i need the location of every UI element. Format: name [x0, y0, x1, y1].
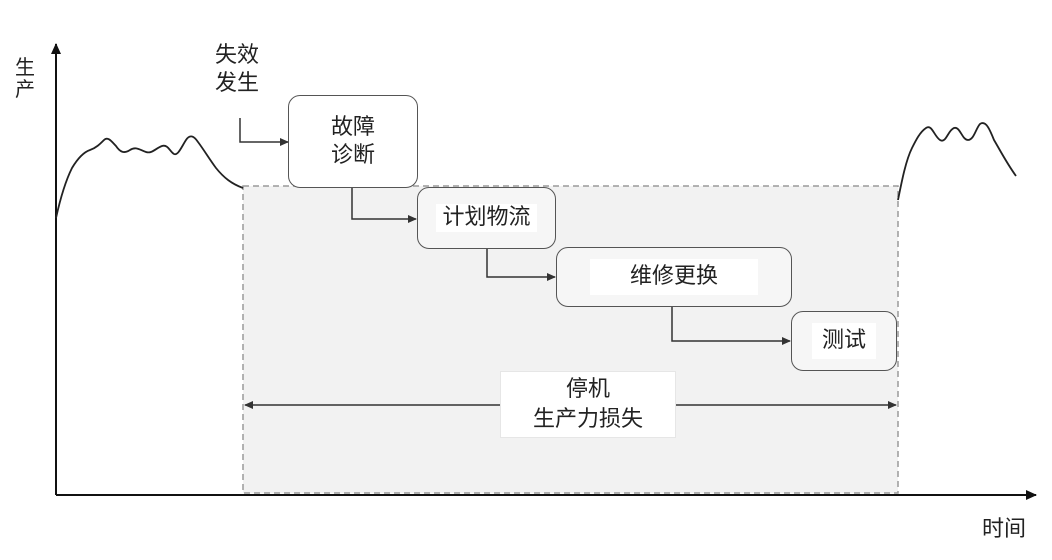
step-logistics: 计划物流 — [417, 187, 556, 249]
step-diagnosis: 故障 诊断 — [288, 95, 418, 188]
connector-diagnosis-to-logistics — [351, 188, 417, 223]
y-axis-label-char: 产 — [15, 77, 35, 101]
y-axis-label-text: 生产 — [14, 56, 36, 100]
connector-logistics-to-repair — [486, 249, 556, 281]
production-curve-before — [55, 135, 244, 219]
step-repair: 维修更换 — [556, 247, 792, 307]
downtime-label: 停机 生产力损失 — [500, 371, 676, 438]
x-axis-label: 时间 — [982, 517, 1027, 542]
production-curve-after — [897, 122, 1017, 201]
failure-occurs-label: 失效 发生 — [215, 43, 260, 96]
connector-repair-to-test — [671, 307, 791, 345]
y-axis-label: 生产 — [14, 56, 36, 100]
step-test: 测试 — [791, 311, 897, 371]
connector-failure-to-diagnosis — [239, 118, 289, 146]
y-axis-label-char: 生 — [15, 55, 35, 79]
